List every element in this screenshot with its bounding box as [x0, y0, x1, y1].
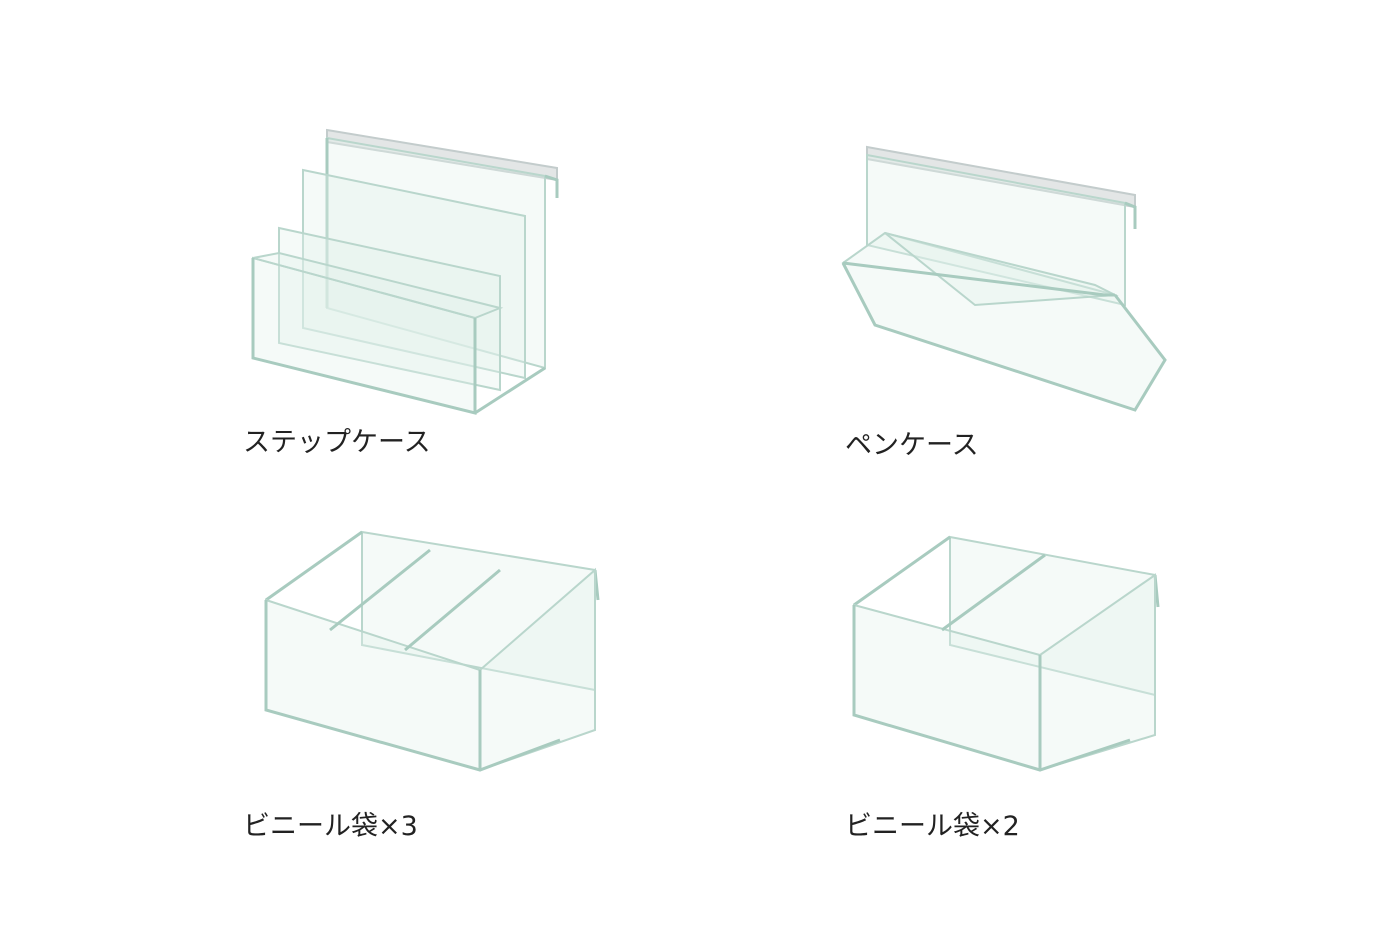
two-compartment-case-image: [852, 535, 1160, 772]
step-case-image: [251, 128, 559, 415]
product-label: ビニール袋×2: [845, 811, 1020, 842]
pen-case-image: [841, 145, 1167, 412]
product-label: ビニール袋×3: [243, 811, 418, 842]
product-label: ペンケース: [845, 430, 979, 461]
three-compartment-case-image: [264, 530, 600, 772]
product-label: ステップケース: [243, 427, 431, 458]
